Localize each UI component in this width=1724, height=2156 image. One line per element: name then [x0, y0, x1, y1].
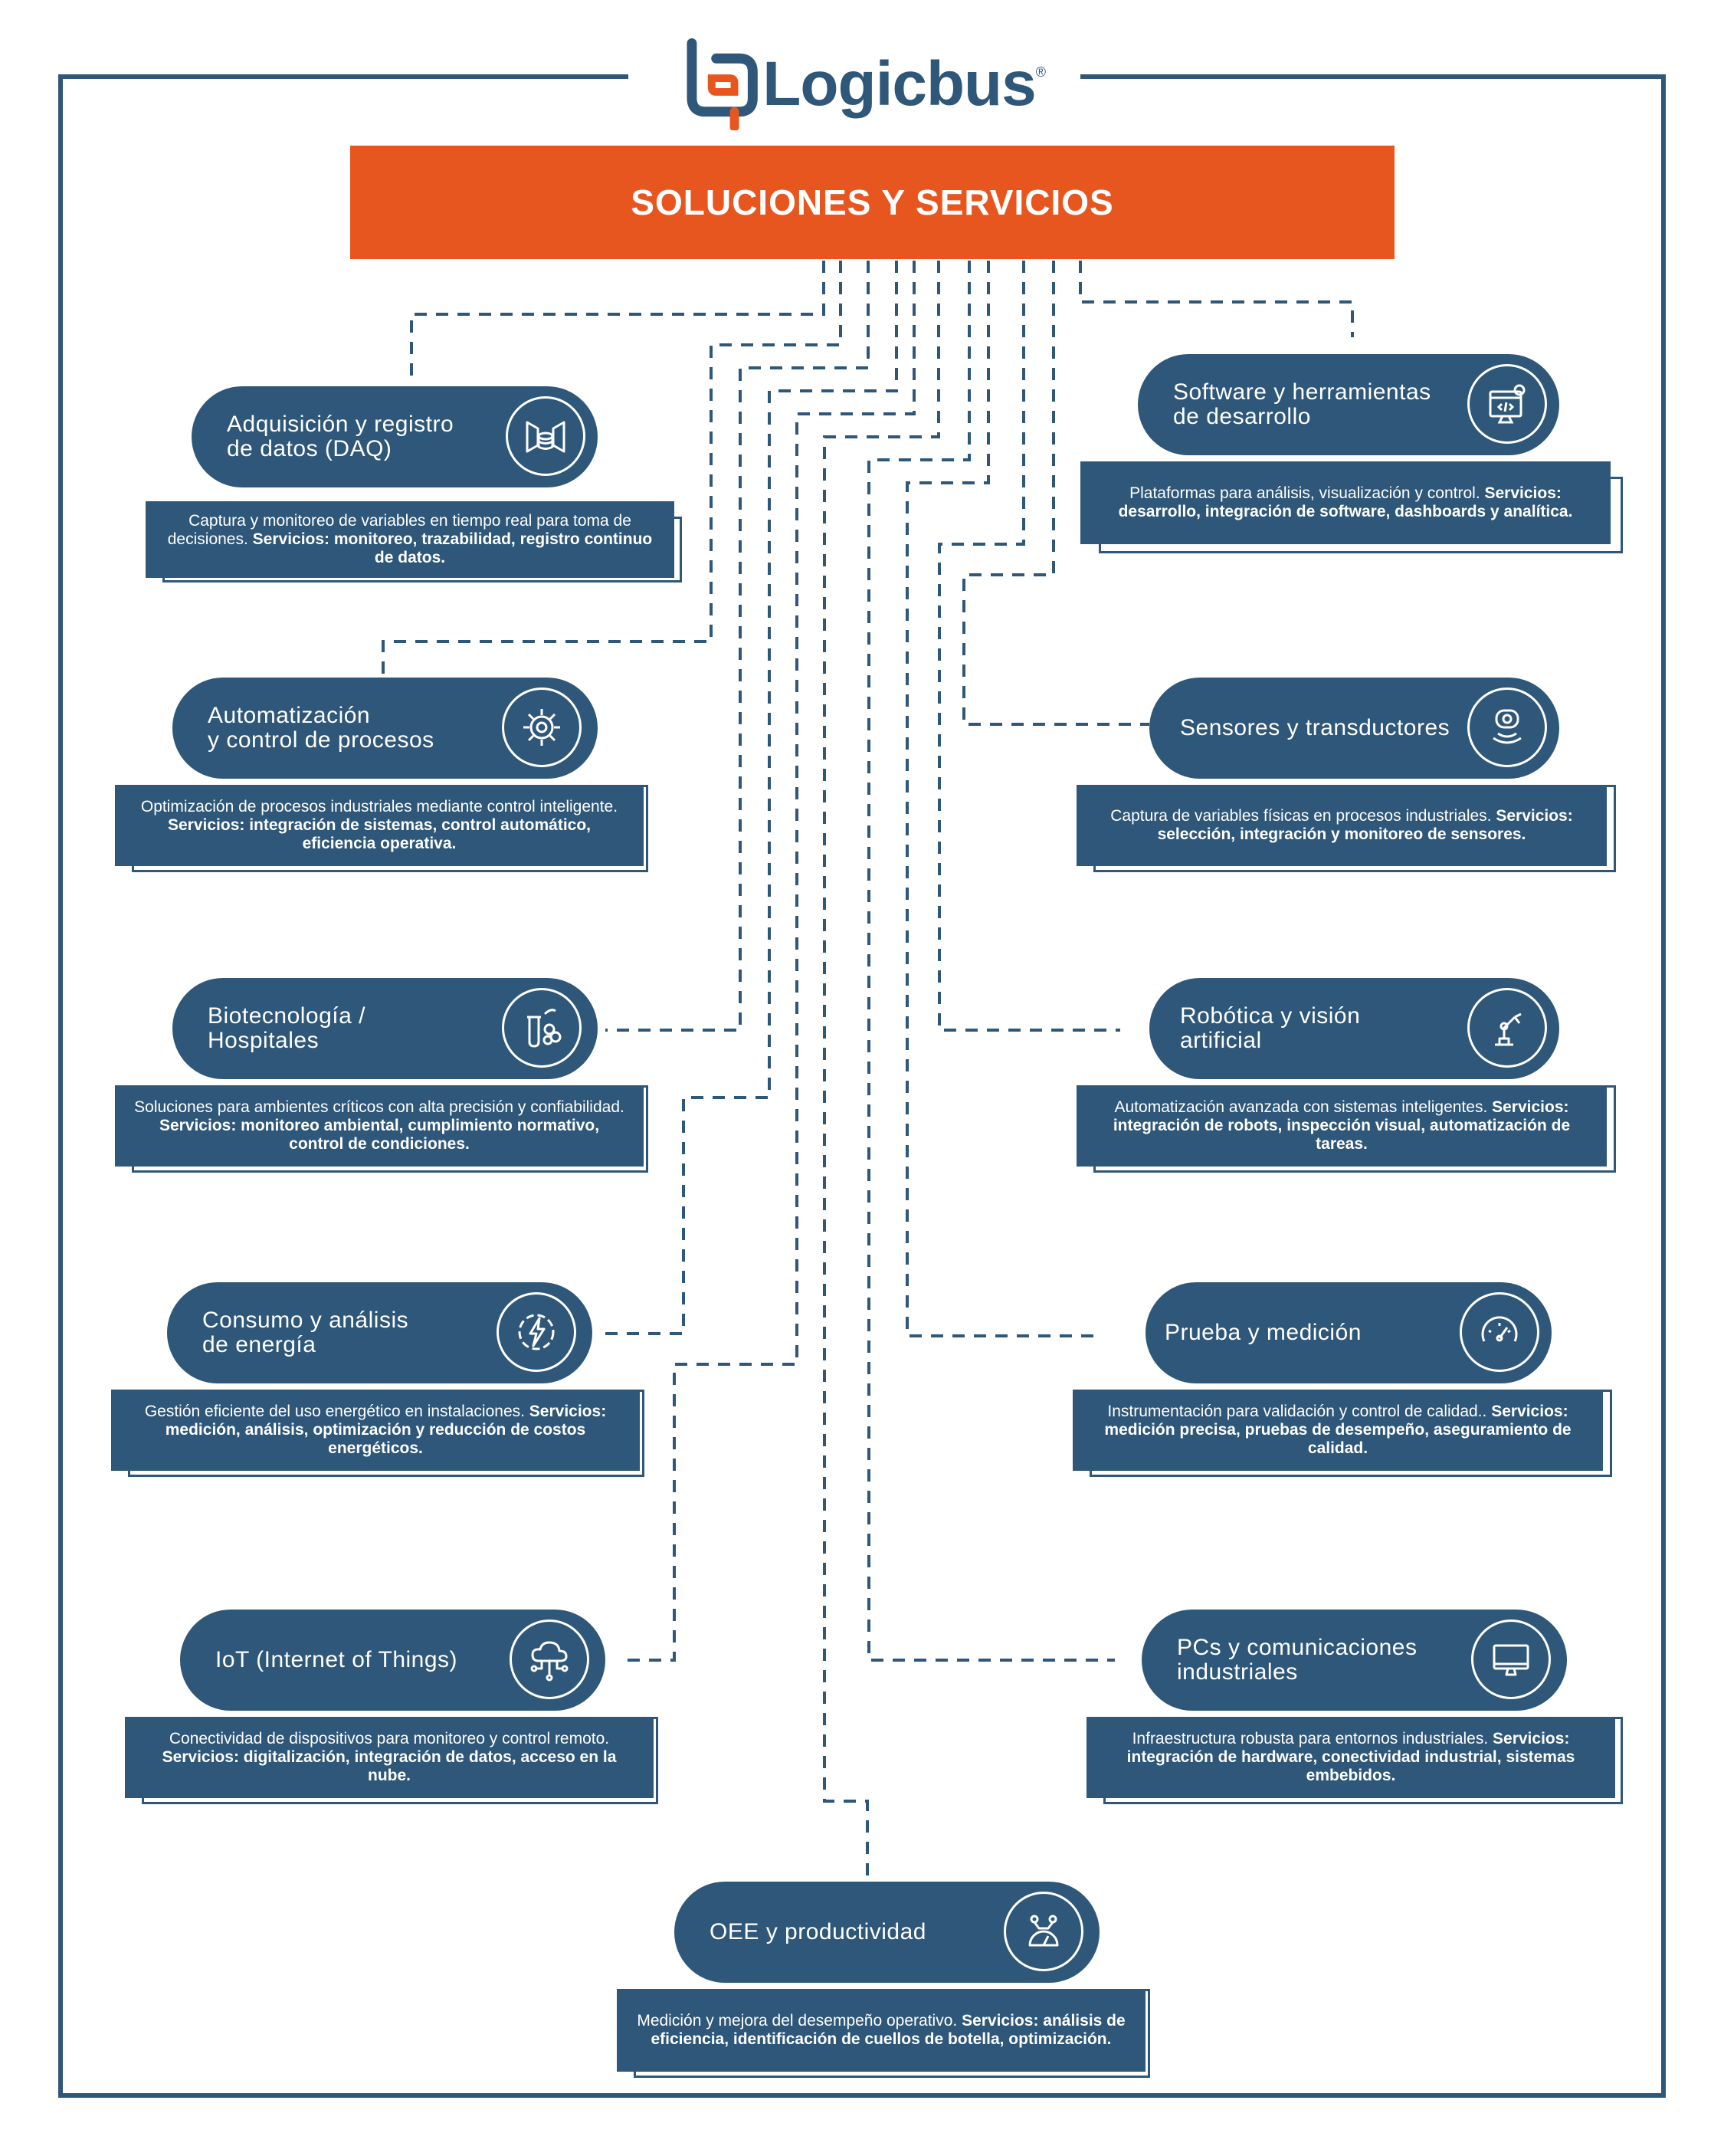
robot-arm-icon — [1467, 988, 1547, 1068]
biotech-pill[interactable]: Biotecnología / Hospitales — [172, 978, 598, 1079]
sensors-title: Sensores y transductores — [1180, 715, 1450, 740]
testing-description: Instrumentación para validación y contro… — [1073, 1390, 1603, 1471]
gear-icon — [502, 687, 582, 767]
robotics-title: Robótica y visión artificial — [1180, 1003, 1361, 1053]
connector-biotech — [605, 261, 870, 1032]
logicbus-logo: Logicbus ® — [686, 38, 1046, 130]
connector-testing — [906, 261, 1100, 1337]
pcs-title: PCs y comunicaciones industriales — [1177, 1635, 1418, 1685]
connector-daq — [410, 261, 825, 377]
cloud-network-icon — [510, 1619, 589, 1699]
pcs-pill[interactable]: PCs y comunicaciones industriales — [1142, 1610, 1567, 1711]
gauge-icon — [1460, 1292, 1539, 1372]
oee-description: Medición y mejora del desempeño operativ… — [617, 1989, 1146, 2072]
software-code-icon — [1467, 364, 1547, 444]
productivity-gauge-icon — [1004, 1892, 1083, 1971]
sensor-icon — [1467, 687, 1547, 767]
pcs-description: Infraestructura robusta para entornos in… — [1087, 1717, 1615, 1798]
software-pill[interactable]: Software y herramientas de desarrollo — [1138, 354, 1559, 455]
sensors-pill[interactable]: Sensores y transductores — [1149, 678, 1559, 779]
data-acquisition-icon — [506, 396, 585, 476]
monitor-icon — [1471, 1619, 1551, 1699]
brand-name: Logicbus — [762, 49, 1036, 119]
iot-title: IoT (Internet of Things) — [215, 1647, 458, 1672]
software-description: Plataformas para análisis, visualización… — [1080, 461, 1611, 544]
biotech-description: Soluciones para ambientes críticos con a… — [115, 1085, 644, 1167]
connector-iot — [624, 261, 916, 1662]
connector-software — [1079, 261, 1354, 337]
oee-title: OEE y productividad — [710, 1919, 926, 1944]
daq-description: Captura y monitoreo de variables en tiem… — [146, 501, 674, 578]
testing-pill[interactable]: Prueba y medición — [1146, 1282, 1552, 1383]
automation-title: Automatización y control de procesos — [208, 703, 434, 753]
logo-gap — [628, 61, 1080, 92]
lab-flask-icon — [502, 988, 582, 1068]
connector-pcs — [867, 261, 1115, 1662]
iot-description: Conectividad de dispositivos para monito… — [125, 1717, 654, 1798]
energy-bolt-icon — [497, 1292, 576, 1372]
oee-pill[interactable]: OEE y productividad — [674, 1882, 1100, 1983]
daq-pill[interactable]: Adquisición y registro de datos (DAQ) — [192, 386, 598, 487]
connector-energy — [598, 261, 898, 1335]
automation-description: Optimización de procesos industriales me… — [115, 785, 644, 866]
robotics-description: Automatización avanzada con sistemas int… — [1077, 1085, 1607, 1167]
registered-mark: ® — [1035, 64, 1046, 80]
software-title: Software y herramientas de desarrollo — [1173, 379, 1431, 429]
section-banner: SOLUCIONES Y SERVICIOS — [350, 146, 1395, 259]
daq-title: Adquisición y registro de datos (DAQ) — [227, 412, 454, 461]
energy-title: Consumo y análisis de energía — [202, 1308, 409, 1357]
logicbus-mark-icon — [687, 38, 758, 130]
testing-title: Prueba y medición — [1165, 1320, 1362, 1345]
connector-automation — [382, 261, 842, 678]
energy-pill[interactable]: Consumo y análisis de energía — [167, 1282, 592, 1383]
connector-robotics — [938, 261, 1120, 1032]
sensors-description: Captura de variables físicas en procesos… — [1077, 785, 1607, 866]
biotech-title: Biotecnología / Hospitales — [208, 1003, 365, 1053]
energy-description: Gestión eficiente del uso energético en … — [111, 1390, 640, 1471]
banner-title: SOLUCIONES Y SERVICIOS — [631, 182, 1114, 222]
iot-pill[interactable]: IoT (Internet of Things) — [180, 1610, 605, 1711]
robotics-pill[interactable]: Robótica y visión artificial — [1149, 978, 1559, 1079]
automation-pill[interactable]: Automatización y control de procesos — [172, 678, 598, 779]
connector-oee — [823, 261, 940, 1885]
